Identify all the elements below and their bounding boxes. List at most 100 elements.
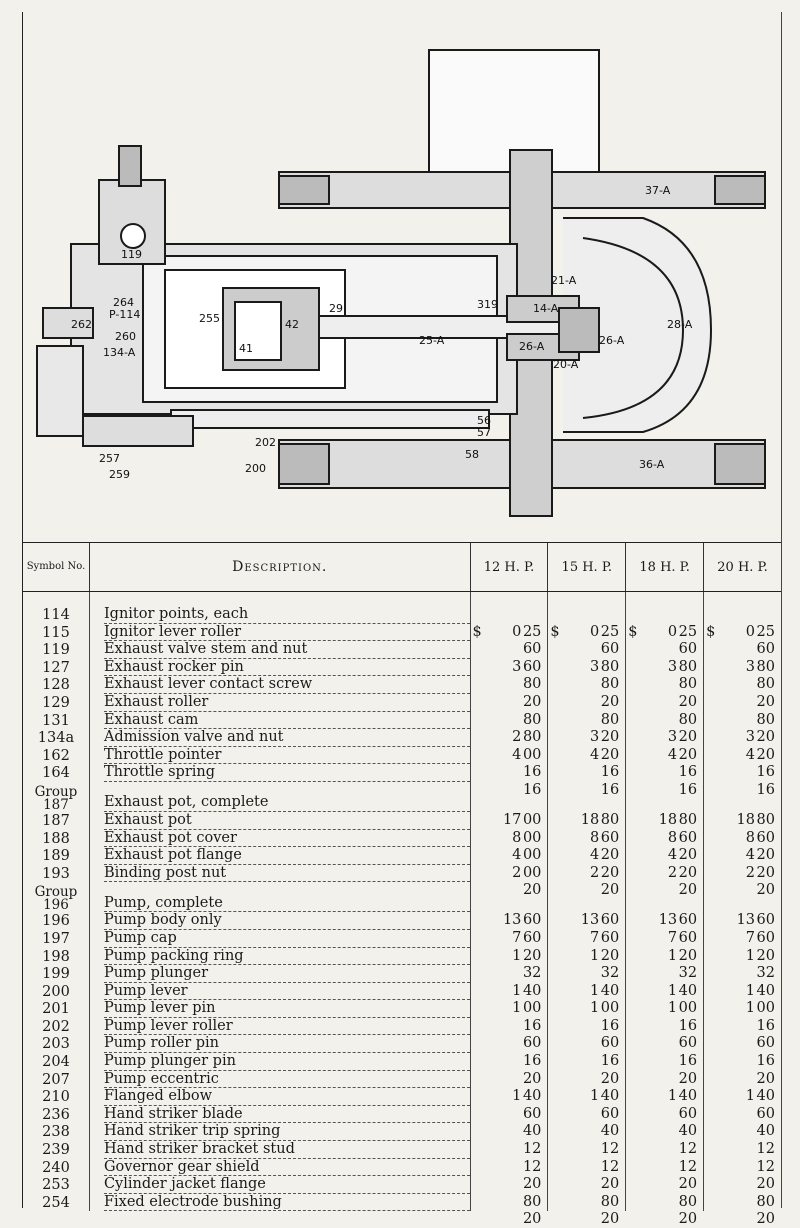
description-cell: Pump lever pin [88,1000,471,1018]
drawing-label: 36-A [639,458,665,471]
description-cell: Pump body only [88,912,471,930]
symbol-cell: 196 [42,913,70,930]
hp-header: 20 H. P. [703,542,781,592]
description-text: Pump plunger [103,965,470,983]
price-cell: 12 [625,1141,704,1175]
symbol-cell: 210 [42,1089,70,1106]
description-cell: Pump plunger pin [88,1053,471,1071]
description-cell: Cylinder jacket flange [88,1176,471,1194]
symbol-cell: 198 [42,948,70,965]
price-cell: 20 [625,1053,704,1087]
symbol-cell: 189 [42,848,70,865]
description-cell: Throttle pointer [88,746,471,765]
price-cell: 20 [469,864,548,898]
hp-header: 18 H. P. [625,542,704,592]
price-cell: 20 [547,864,626,898]
price-cell: 60 [547,623,626,657]
symbol-cell: 128 [42,677,70,694]
symbol-cell: 197 [42,930,70,947]
price-cell: 16 [625,1035,704,1069]
description-text: Exhaust pot, complete [103,794,470,812]
description-text: Pump body only [103,912,470,930]
price-cell: 80 [547,658,626,692]
drawing-label: 21-A [551,274,577,287]
description-text: Pump, complete [103,895,470,913]
description-cell: Ignitor lever roller [88,623,471,642]
drawing-label: 28-A [667,318,693,331]
price-cell: 16 [703,746,781,780]
symbol-cell: 162 [42,747,70,764]
description-text: Pump lever [103,983,470,1001]
price-cell: 40 [547,1105,626,1139]
drawing-label: 29 [329,302,343,315]
price-cell: 12 [703,1141,781,1175]
price-cents: 20 [756,1211,775,1228]
price-cell: 12 [547,1141,626,1175]
drawing-label: 259 [109,468,130,481]
price-cell: 16 [703,764,781,798]
price-cell: 20 [547,676,626,710]
drawing-label: P-114 [109,308,140,321]
description-text: Binding post nut [103,865,470,883]
table-spacer [23,591,781,606]
symbol-cell: 236 [42,1106,70,1123]
drawing-label: 319 [477,298,498,311]
price-cents: 20 [522,1211,542,1228]
symbol-cell: 164 [42,765,70,782]
symbol-cell: 202 [42,1018,70,1035]
drawing-label: 58 [465,448,479,461]
price-cell: 40 [703,1105,781,1139]
description-text: Flanged elbow [103,1088,470,1106]
symbol-cell: 187 [42,812,70,829]
price-cell: 40 [469,1105,548,1139]
description-cell: Pump lever [88,982,471,1001]
price-cell: 80 [625,693,704,728]
description-cell: Pump cap [88,929,471,948]
price-cell: 20 [703,1158,781,1192]
price-cell: 60 [703,1017,781,1051]
description-text: Exhaust roller [103,694,470,712]
drawing-label: 119 [121,248,142,261]
symbol-header: Symbol No. [23,542,90,592]
symbol-cell: 201 [42,1001,70,1018]
engine-drawing-svg: 37-A 36-A 28-A 21-A 14-A 26-A 20-A 26-A … [36,49,766,517]
drawing-label: 41 [239,342,253,355]
description-text: Pump lever pin [103,1000,470,1018]
symbol-cell: 188 [42,830,70,847]
price-cell: 80 [469,658,548,692]
description-text: Governor gear shield [103,1159,470,1177]
symbol-cell: 240 [42,1159,70,1176]
symbol-cell: 129 [42,694,70,711]
symbol-cell: 115 [42,624,70,641]
description-cell: Pump roller pin [88,1035,471,1054]
price-cell: 80 [703,693,781,728]
price-cell: 16 [625,1000,704,1034]
catalog-page: 37-A 36-A 28-A 21-A 14-A 26-A 20-A 26-A … [22,12,782,1227]
description-cell: Pump plunger [88,965,471,983]
price-cell: 60 [625,1017,704,1051]
description-cell: Exhaust cam [88,711,471,730]
symbol-cell: 238 [42,1124,70,1141]
description-cell: Pump lever roller [88,1017,471,1036]
price-cell: 60 [703,623,781,657]
